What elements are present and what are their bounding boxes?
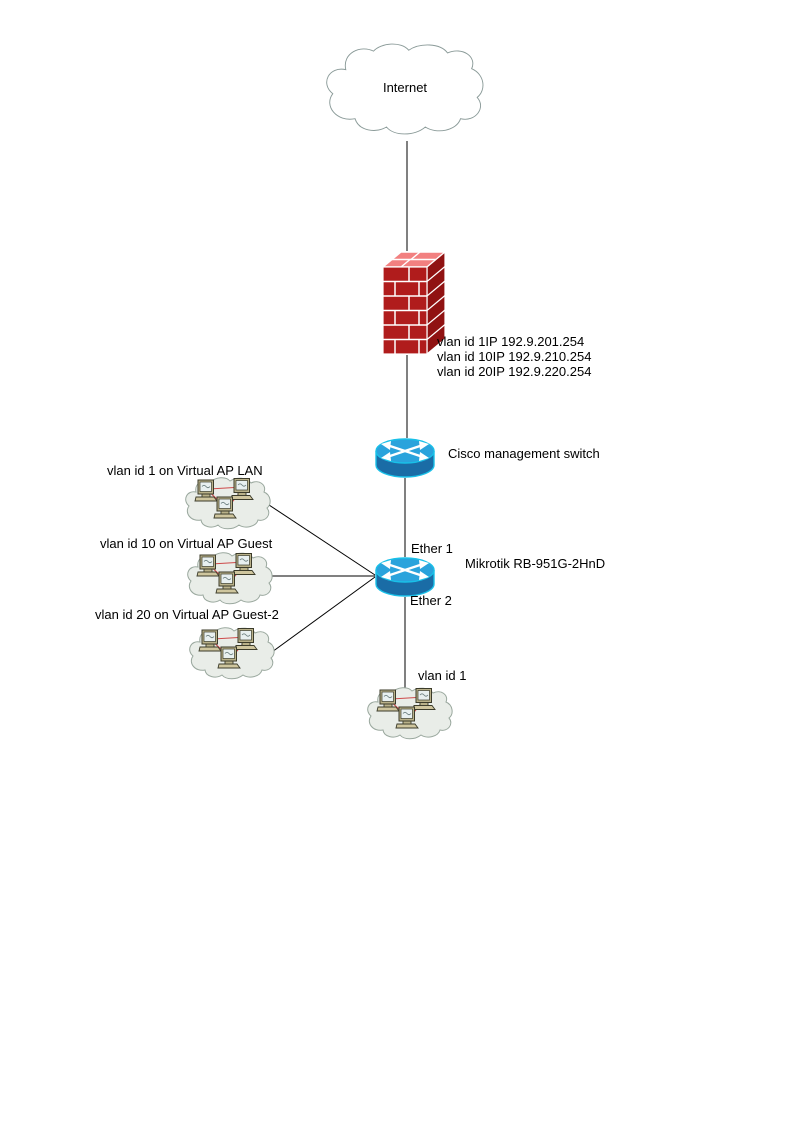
lan3-label: vlan id 20 on Virtual AP Guest-2 — [95, 607, 279, 622]
mikrotik-router-icon — [375, 556, 435, 598]
cisco-switch-icon — [375, 437, 435, 479]
lan2-cloud-icon — [183, 551, 271, 605]
internet-label: Internet — [382, 80, 428, 95]
lan-bottom-cloud-icon — [363, 686, 451, 740]
ether2-port-label: Ether 2 — [410, 593, 452, 608]
vlan-ip-line-1: vlan id 1IP 192.9.201.254 — [437, 334, 585, 349]
lan-bottom-label: vlan id 1 — [418, 668, 467, 683]
firewall-vlan-ip-list: vlan id 1IP 192.9.201.254 vlan id 10IP 1… — [437, 334, 591, 379]
cisco-switch-label: Cisco management switch — [448, 446, 600, 461]
lan1-label: vlan id 1 on Virtual AP LAN — [107, 463, 263, 478]
ether1-port-label: Ether 1 — [411, 541, 453, 556]
lan2-label: vlan id 10 on Virtual AP Guest — [100, 536, 273, 551]
lan3-cloud-icon — [185, 626, 273, 680]
vlan-ip-line-3: vlan id 20IP 192.9.220.254 — [437, 364, 592, 379]
mikrotik-router-label: Mikrotik RB-951G-2HnD — [465, 556, 606, 571]
lan1-cloud-icon — [181, 476, 269, 530]
vlan-ip-line-2: vlan id 10IP 192.9.210.254 — [437, 349, 592, 364]
